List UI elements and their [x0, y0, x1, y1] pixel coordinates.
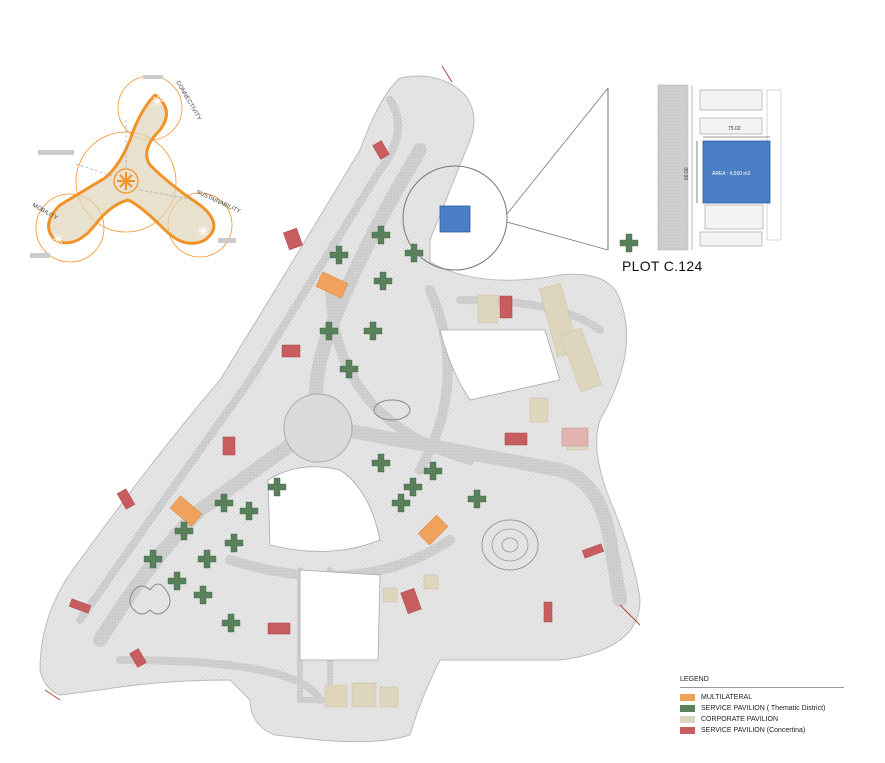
plot-title: PLOT C.124 — [622, 258, 703, 274]
central-pavilion — [373, 399, 411, 421]
legend-item-service-concertina: SERVICE PAVILION (Concertina) — [680, 725, 844, 736]
legend-swatch-multilateral — [680, 694, 695, 701]
plot-c124-marker — [439, 205, 471, 233]
clover-feature — [129, 583, 171, 615]
plot-magnifier — [402, 165, 508, 271]
arena — [481, 519, 539, 571]
plot-area-label: AREA : 4,500 m2 — [712, 171, 751, 177]
legend-label: SERVICE PAVILION (Concertina) — [701, 727, 806, 734]
open-area-southwest — [299, 569, 381, 661]
legend: LEGEND MULTILATERAL SERVICE PAVILION ( T… — [680, 676, 844, 736]
concertina-pavilions — [68, 140, 605, 668]
thematic-pavilions — [143, 225, 639, 633]
open-area-south — [267, 466, 381, 552]
multilateral-pavilions — [169, 271, 449, 546]
central-plaza — [283, 393, 353, 463]
legend-label: SERVICE PAVILION ( Thematic District) — [701, 705, 826, 712]
legend-label: MULTILATERAL — [701, 694, 753, 701]
corporate-pavilions — [324, 283, 602, 708]
legend-item-corporate: CORPORATE PAVILION — [680, 714, 844, 725]
legend-swatch-corporate — [680, 716, 695, 723]
open-area-east — [439, 329, 561, 401]
diagram-label-connectivity: CONNECTIVITY — [174, 80, 202, 122]
concept-diagram: CONNECTIVITY SUSTAINABILITY MOBILITY — [30, 75, 241, 263]
site-gates — [44, 65, 641, 701]
legend-item-service-thematic: SERVICE PAVILION ( Thematic District) — [680, 703, 844, 714]
legend-item-multilateral: MULTILATERAL — [680, 692, 844, 703]
plot-inset — [607, 84, 782, 251]
legend-swatch-service-concertina — [680, 727, 695, 734]
legend-label: CORPORATE PAVILION — [701, 716, 779, 723]
corporate-pavilion-pink — [561, 427, 589, 447]
plot-width-dim: 75.02 — [728, 126, 741, 132]
plot-height-dim: 60.00 — [684, 167, 690, 180]
legend-title: LEGEND — [680, 676, 844, 688]
legend-swatch-service-thematic — [680, 705, 695, 712]
